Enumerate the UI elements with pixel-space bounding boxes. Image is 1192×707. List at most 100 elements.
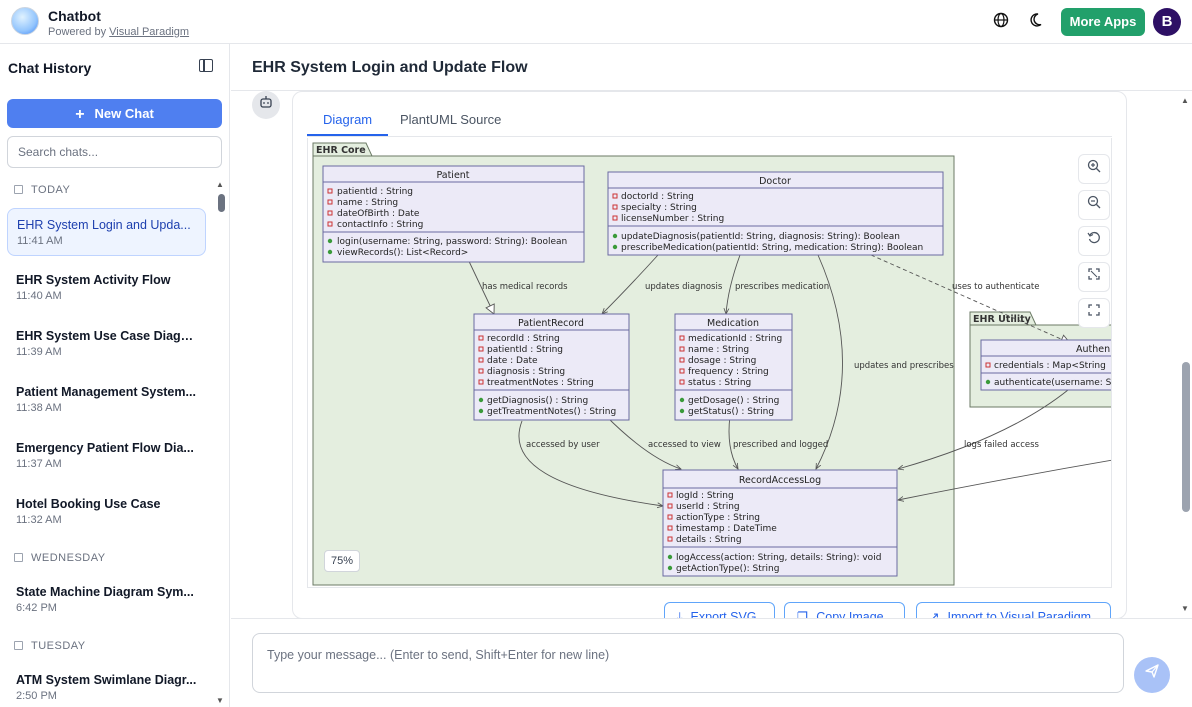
svg-text:contactInfo : String: contactInfo : String <box>337 220 423 230</box>
zoom-level-badge: 75% <box>324 550 360 572</box>
calendar-icon <box>14 553 23 562</box>
dark-mode-moon-icon[interactable] <box>1028 12 1048 32</box>
tab-diagram[interactable]: Diagram <box>307 104 389 136</box>
svg-text:Medication: Medication <box>707 318 759 329</box>
powered-link[interactable]: Visual Paradigm <box>109 26 190 38</box>
svg-text:updates diagnosis: updates diagnosis <box>645 282 723 292</box>
svg-text:prescribes medication: prescribes medication <box>735 282 829 292</box>
svg-text:RecordAccessLog: RecordAccessLog <box>739 475 821 486</box>
class-authenticator[interactable]: Authen credentials : Map<String authenti… <box>980 339 1112 391</box>
svg-text:dateOfBirth : Date: dateOfBirth : Date <box>337 209 420 219</box>
scroll-up-icon[interactable]: ▲ <box>1181 96 1189 105</box>
edge-accessed-view <box>605 415 681 469</box>
svg-text:prescribed and logged: prescribed and logged <box>733 440 828 450</box>
language-globe-icon[interactable] <box>991 12 1011 32</box>
import-visual-paradigm-button[interactable]: ↗Import to Visual Paradigm <box>916 602 1111 618</box>
edge-logs-failed <box>898 389 1069 469</box>
main-scrollbar[interactable]: ▲ ▼ <box>1180 92 1192 618</box>
svg-text:patientId : String: patientId : String <box>487 345 563 355</box>
svg-text:Doctor: Doctor <box>759 176 791 187</box>
group-label-wednesday: WEDNESDAY <box>14 552 106 564</box>
svg-text:medicationId : String: medicationId : String <box>688 334 782 344</box>
package-label: EHR Core <box>316 145 366 156</box>
svg-text:timestamp : DateTime: timestamp : DateTime <box>676 524 777 534</box>
sidebar-scrollbar[interactable]: ▲ ▼ <box>216 180 226 707</box>
svg-text:details : String: details : String <box>676 535 742 545</box>
scroll-down-icon[interactable]: ▼ <box>216 696 224 705</box>
class-doctor[interactable]: Doctor doctorId : String specialty : Str… <box>607 171 944 256</box>
svg-text:PatientRecord: PatientRecord <box>518 318 584 329</box>
svg-text:logAccess(action: String, deta: logAccess(action: String, details: Strin… <box>676 553 881 563</box>
scroll-down-icon[interactable]: ▼ <box>1181 604 1189 613</box>
svg-text:Authen: Authen <box>1076 344 1110 355</box>
new-chat-button[interactable]: + New Chat <box>7 99 222 128</box>
svg-text:has medical records: has medical records <box>482 282 568 292</box>
fullscreen-icon[interactable] <box>1078 298 1110 328</box>
edge-accessed-user <box>518 420 663 506</box>
sidebar-toggle-icon[interactable] <box>199 59 213 72</box>
calendar-icon <box>14 185 23 194</box>
svg-text:patientId : String: patientId : String <box>337 187 413 197</box>
svg-text:getActionType(): String: getActionType(): String <box>676 564 779 574</box>
new-chat-label: New Chat <box>94 106 154 121</box>
svg-text:name : String: name : String <box>337 198 398 208</box>
edges <box>465 254 1111 506</box>
send-button[interactable] <box>1134 657 1170 693</box>
powered-by: Powered by Visual Paradigm <box>48 26 189 38</box>
zoom-in-icon[interactable] <box>1078 154 1110 184</box>
scroll-thumb[interactable] <box>218 194 225 212</box>
edge-updates-prescribes <box>816 254 843 469</box>
globe-logo-icon <box>11 7 39 35</box>
fit-to-screen-icon[interactable] <box>1078 262 1110 292</box>
svg-text:recordId : String: recordId : String <box>487 334 560 344</box>
top-bar: Chatbot Powered by Visual Paradigm More … <box>0 0 1192 44</box>
class-patient-record[interactable]: PatientRecord recordId : String patientI… <box>473 313 630 421</box>
user-avatar[interactable]: B <box>1153 8 1181 36</box>
app-title: Chatbot <box>48 8 101 24</box>
calendar-icon <box>14 641 23 650</box>
send-icon <box>1145 664 1159 678</box>
svg-text:prescribeMedication(patientId:: prescribeMedication(patientId: String, m… <box>621 243 923 253</box>
message-input[interactable] <box>252 633 1124 693</box>
chat-history-sidebar: Chat History +New Chat TODAY EHR System … <box>0 44 230 707</box>
search-chats-input[interactable] <box>7 136 222 168</box>
chat-item[interactable]: ATM System Swimlane Diagr...2:50 PM <box>16 673 197 702</box>
export-svg-button[interactable]: ⤓Export SVG <box>664 602 775 618</box>
class-record-access-log[interactable]: RecordAccessLog logId : String userId : … <box>662 469 898 577</box>
svg-text:login(username: String, passwo: login(username: String, password: String… <box>337 237 567 247</box>
svg-text:Patient: Patient <box>436 170 469 181</box>
svg-text:frequency : String: frequency : String <box>688 367 769 377</box>
class-patient[interactable]: Patient patientId : String name : String… <box>322 165 585 263</box>
svg-text:actionType : String: actionType : String <box>676 513 760 523</box>
svg-text:date : Date: date : Date <box>487 356 538 366</box>
chat-item[interactable]: Emergency Patient Flow Dia...11:37 AM <box>16 441 194 470</box>
scroll-thumb[interactable] <box>1182 362 1190 512</box>
chat-history-list: TODAY EHR System Login and Upda...11:41 … <box>0 178 214 707</box>
plus-icon: + <box>75 106 85 123</box>
bot-avatar-icon <box>252 91 280 119</box>
chat-item-active[interactable]: EHR System Login and Upda...11:41 AM <box>7 208 206 256</box>
more-apps-button[interactable]: More Apps <box>1061 8 1145 36</box>
diagram-canvas[interactable]: EHR Core EHR Utility <box>307 138 1112 588</box>
edge-uses-auth <box>870 254 1070 343</box>
divider <box>231 618 1192 619</box>
reset-view-icon[interactable] <box>1078 226 1110 256</box>
svg-text:uses to authenticate: uses to authenticate <box>952 282 1039 292</box>
svg-text:credentials : Map<String: credentials : Map<String <box>994 361 1106 371</box>
svg-text:licenseNumber : String: licenseNumber : String <box>621 214 724 224</box>
scroll-up-icon[interactable]: ▲ <box>216 180 224 189</box>
copy-image-button[interactable]: ❐Copy Image <box>784 602 905 618</box>
chat-item[interactable]: Patient Management System...11:38 AM <box>16 385 196 414</box>
uml-class-diagram: EHR Core EHR Utility <box>312 142 1112 586</box>
chat-item[interactable]: State Machine Diagram Sym...6:42 PM <box>16 585 194 614</box>
svg-text:updateDiagnosis(patientId: Str: updateDiagnosis(patientId: String, diagn… <box>621 232 900 242</box>
svg-text:updates and prescribes: updates and prescribes <box>854 361 954 371</box>
class-medication[interactable]: Medication medicationId : String name : … <box>674 313 793 421</box>
tab-plantuml-source[interactable]: PlantUML Source <box>400 112 502 127</box>
tab-divider <box>307 136 1112 137</box>
zoom-out-icon[interactable] <box>1078 190 1110 220</box>
